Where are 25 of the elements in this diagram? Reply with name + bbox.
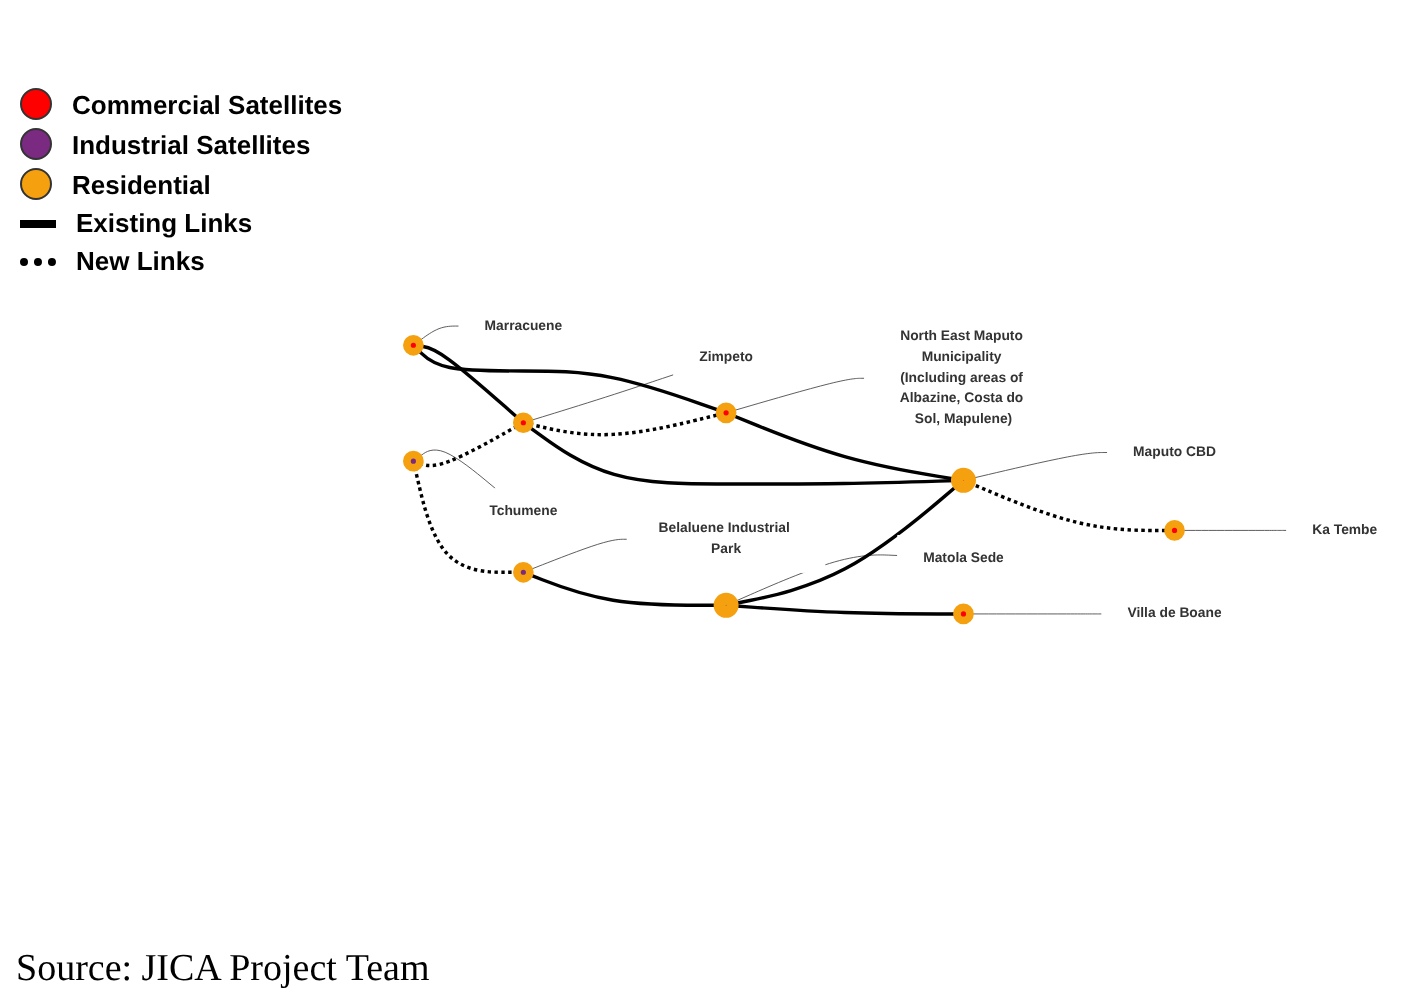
connector <box>416 348 721 413</box>
connector <box>528 573 720 607</box>
caption: Source: JICA Project Team <box>16 948 430 992</box>
connector <box>731 377 865 412</box>
legend-label: Residential <box>72 169 211 199</box>
legend-label: Commercial Satellites <box>72 89 343 119</box>
connector <box>418 449 496 489</box>
node-circle <box>715 402 737 424</box>
node-circle <box>953 603 974 625</box>
node-circle <box>403 450 424 472</box>
node-circle <box>713 592 739 618</box>
node-circle <box>513 412 534 434</box>
legend-label: Existing Links <box>76 208 253 238</box>
connector <box>418 325 460 342</box>
node-circle <box>1164 520 1185 541</box>
legend-label: Industrial Satellites <box>72 129 311 159</box>
connector <box>1180 530 1287 531</box>
node-circle <box>950 467 976 493</box>
node-circle <box>513 561 534 583</box>
connector <box>732 604 957 616</box>
node-circle <box>403 334 424 356</box>
connector <box>419 344 520 420</box>
connector <box>528 538 628 571</box>
legend-label: New Links <box>76 246 205 276</box>
connector <box>529 374 674 422</box>
